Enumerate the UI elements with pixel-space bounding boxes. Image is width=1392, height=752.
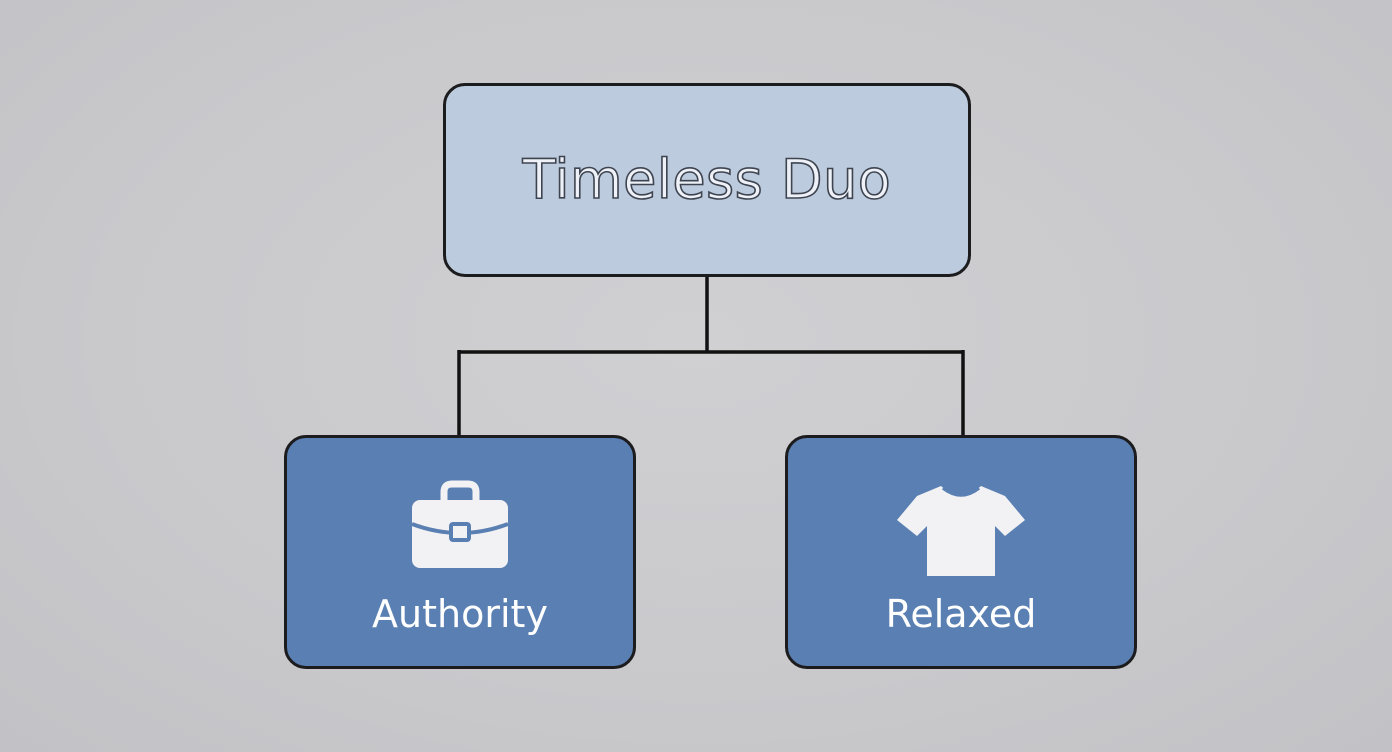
child-label-authority: Authority bbox=[372, 592, 548, 636]
root-node: Timeless Duo bbox=[443, 83, 971, 277]
tshirt-icon bbox=[897, 486, 1025, 576]
child-label-relaxed: Relaxed bbox=[885, 592, 1037, 636]
briefcase-icon bbox=[411, 480, 509, 568]
child-node-relaxed: Relaxed bbox=[785, 435, 1137, 669]
root-title: Timeless Duo bbox=[522, 147, 892, 212]
child-node-authority: Authority bbox=[284, 435, 636, 669]
